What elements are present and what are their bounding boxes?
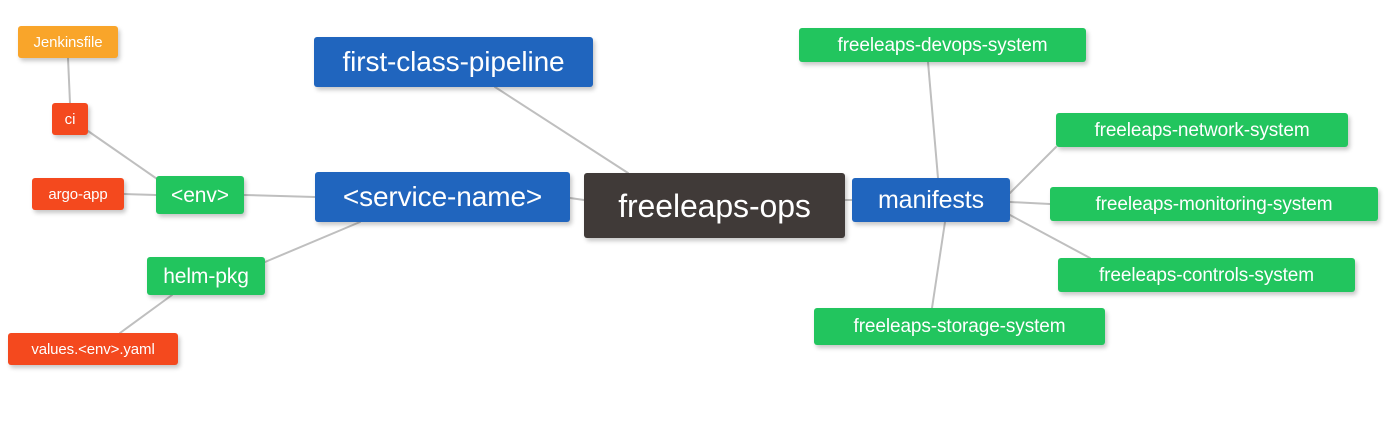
node-label-argo-app: argo-app — [48, 185, 108, 203]
node-label-freeleaps-monitoring-system: freeleaps-monitoring-system — [1095, 193, 1333, 215]
node-freeleaps-ops[interactable]: freeleaps-ops — [584, 173, 845, 238]
edge-manifests-to-freeleaps-storage-system — [931, 221, 946, 309]
node-label-values-env-yaml: values.<env>.yaml — [31, 340, 155, 358]
node-label-helm-pkg: helm-pkg — [163, 264, 249, 288]
edge-manifests-to-freeleaps-devops-system — [927, 61, 939, 179]
node-ci[interactable]: ci — [52, 103, 88, 135]
node-label-service-name: <service-name> — [342, 181, 543, 212]
node-freeleaps-storage-system[interactable]: freeleaps-storage-system — [814, 308, 1105, 345]
edge-service-name-to-freeleaps-ops — [569, 197, 585, 201]
node-label-ci: ci — [64, 110, 76, 128]
edge-manifests-to-freeleaps-monitoring-system — [1009, 201, 1051, 205]
edge-jenkinsfile-to-ci — [67, 57, 71, 104]
node-label-freeleaps-devops-system: freeleaps-devops-system — [837, 34, 1048, 56]
edge-helm-pkg-to-values-env-yaml — [119, 294, 173, 334]
node-freeleaps-network-system[interactable]: freeleaps-network-system — [1056, 113, 1348, 147]
node-label-env: <env> — [171, 183, 229, 207]
node-manifests[interactable]: manifests — [852, 178, 1010, 222]
node-label-jenkinsfile: Jenkinsfile — [33, 33, 103, 51]
node-freeleaps-monitoring-system[interactable]: freeleaps-monitoring-system — [1050, 187, 1378, 221]
node-helm-pkg[interactable]: helm-pkg — [147, 257, 265, 295]
node-freeleaps-controls-system[interactable]: freeleaps-controls-system — [1058, 258, 1355, 292]
node-label-freeleaps-storage-system: freeleaps-storage-system — [853, 316, 1066, 337]
node-label-manifests: manifests — [877, 185, 985, 214]
edge-service-name-to-helm-pkg — [264, 221, 361, 263]
node-freeleaps-devops-system[interactable]: freeleaps-devops-system — [799, 28, 1086, 62]
node-label-first-class-pipeline: first-class-pipeline — [342, 46, 565, 77]
edge-env-to-service-name — [243, 194, 316, 198]
node-label-freeleaps-controls-system: freeleaps-controls-system — [1098, 264, 1315, 286]
node-jenkinsfile[interactable]: Jenkinsfile — [18, 26, 118, 58]
node-first-class-pipeline[interactable]: first-class-pipeline — [314, 37, 593, 87]
edge-first-class-pipeline-to-freeleaps-ops — [494, 86, 629, 174]
node-values-env-yaml[interactable]: values.<env>.yaml — [8, 333, 178, 365]
node-argo-app[interactable]: argo-app — [32, 178, 124, 210]
edge-manifests-to-freeleaps-controls-system — [1009, 214, 1091, 259]
node-label-freeleaps-network-system: freeleaps-network-system — [1094, 119, 1310, 141]
node-label-freeleaps-ops: freeleaps-ops — [618, 187, 811, 224]
edge-argo-app-to-env — [123, 193, 157, 196]
edge-ci-to-env — [87, 130, 161, 182]
node-env[interactable]: <env> — [156, 176, 244, 214]
edge-manifests-to-freeleaps-network-system — [1009, 146, 1057, 194]
node-service-name[interactable]: <service-name> — [315, 172, 570, 222]
